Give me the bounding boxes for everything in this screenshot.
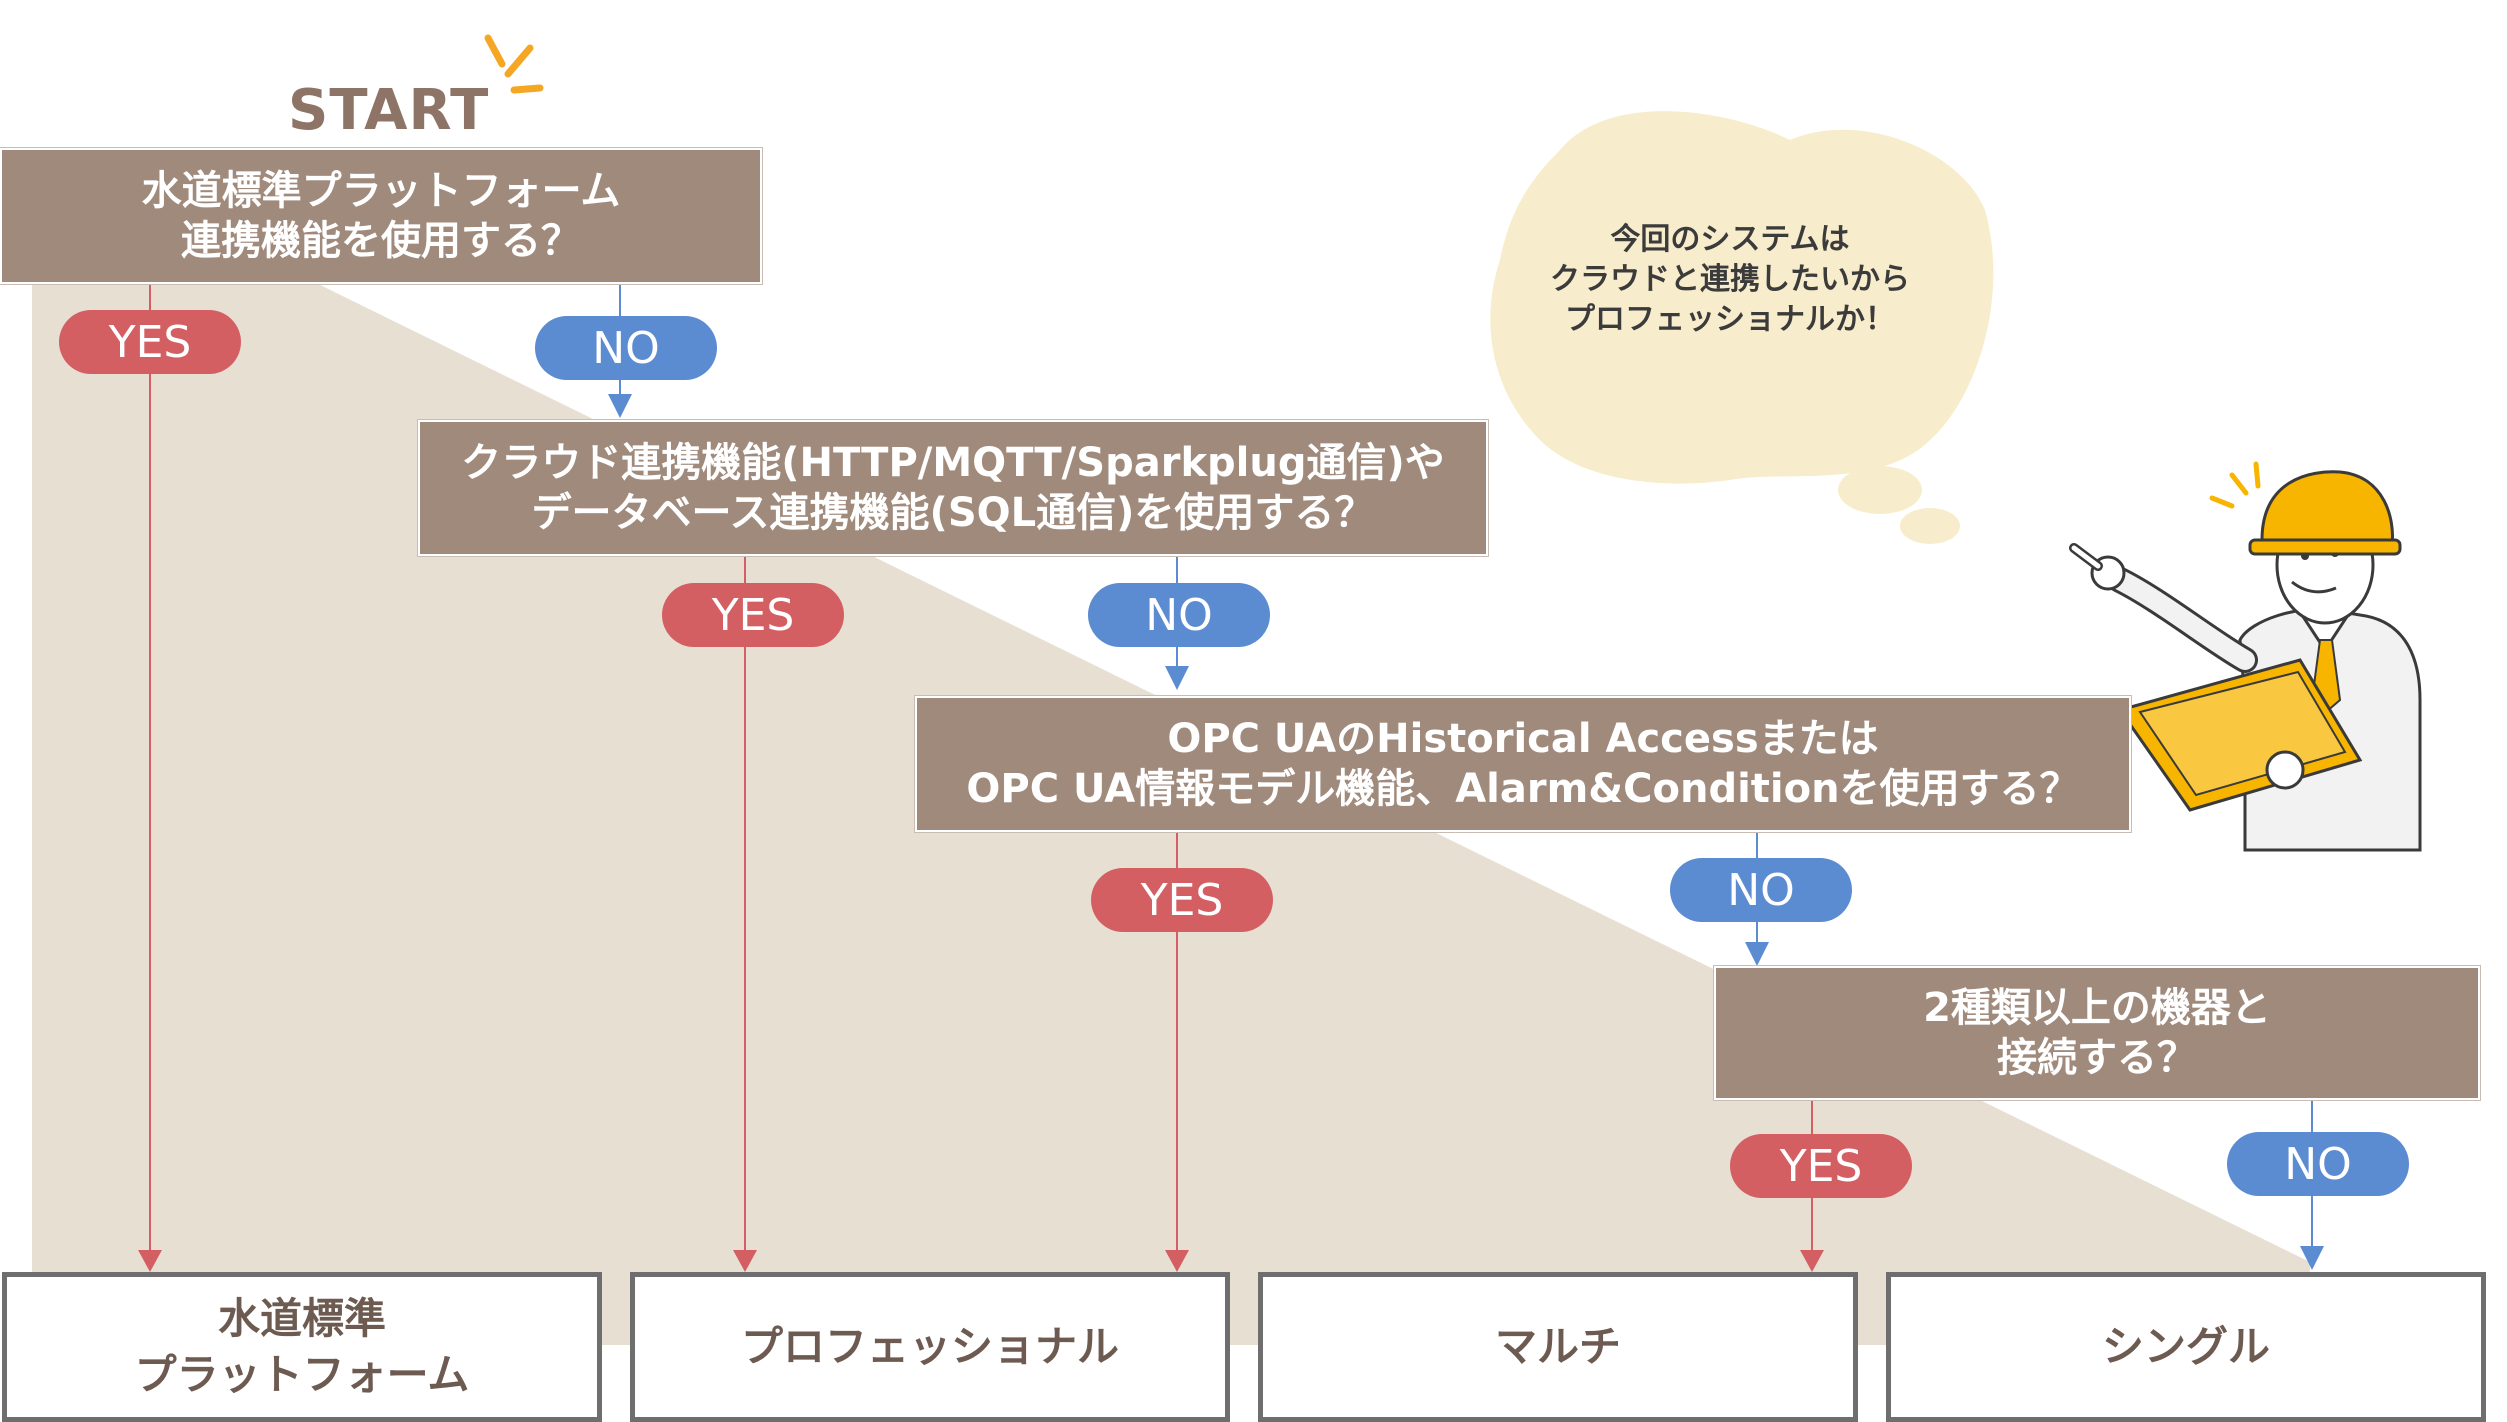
bubble-line-1: 今回のシステムは	[1610, 222, 1850, 257]
q1-yes-arrow	[138, 1250, 162, 1272]
q1-yes-pill: YES	[59, 310, 241, 374]
result-multi: マルチ	[1258, 1272, 1858, 1422]
question-2-line-2: データベース連携機能(SQL通信)を使用する？	[531, 490, 1375, 536]
result-1-line-1: 水道標準	[217, 1294, 386, 1343]
result-water-platform: 水道標準 プラットフォーム	[2, 1272, 602, 1422]
start-label: START	[288, 78, 490, 143]
q2-no-pill: NO	[1088, 583, 1270, 647]
q4-yes-pill: YES	[1730, 1134, 1912, 1198]
question-4-box: 2種類以上の機器と 接続する？	[1714, 966, 2480, 1100]
attention-spark-icon	[2209, 461, 2261, 509]
q3-no-pill: NO	[1670, 858, 1852, 922]
q4-yes-arrow	[1800, 1250, 1824, 1272]
question-2-line-1: クラウド連携機能(HTTP/MQTT/Sparkplug通信)や	[461, 440, 1445, 486]
result-2-line-1: プロフェッショナル	[740, 1322, 1119, 1371]
q2-yes-pill: YES	[662, 583, 844, 647]
result-1-line-2: プラットフォーム	[134, 1350, 470, 1399]
q1-no-arrow	[608, 394, 632, 418]
q3-no-arrow	[1745, 942, 1769, 966]
bubble-line-3: プロフェッショナルか！	[1565, 302, 1895, 337]
q2-no-arrow	[1165, 666, 1189, 690]
question-3-line-2: OPC UA情報モデル機能、Alarm&Conditionを使用する？	[966, 766, 2080, 812]
question-4-line-2: 接続する？	[1997, 1035, 2197, 1081]
q1-no-pill: NO	[535, 316, 717, 380]
thought-bubble-text: 今回のシステムは クラウドと連携したいから プロフェッショナルか！	[1515, 220, 1945, 340]
q3-yes-arrow	[1165, 1250, 1189, 1272]
question-1-box: 水道標準プラットフォーム 連携機能を使用する？	[0, 148, 762, 284]
question-3-box: OPC UAのHistorical Accessまたは OPC UA情報モデル機…	[915, 696, 2131, 832]
q4-no-pill: NO	[2227, 1132, 2409, 1196]
worker-illustration-icon	[2069, 461, 2422, 852]
result-4-line-1: シングル	[2101, 1322, 2270, 1371]
result-professional: プロフェッショナル	[630, 1272, 1230, 1422]
question-3-line-1: OPC UAのHistorical Accessまたは	[1167, 716, 1879, 762]
result-3-line-1: マルチ	[1494, 1322, 1621, 1371]
q3-yes-pill: YES	[1091, 868, 1273, 932]
thought-bubble-icon	[1490, 111, 1994, 544]
bubble-line-2: クラウドと連携したいから	[1550, 262, 1910, 297]
question-1-line-1: 水道標準プラットフォーム	[141, 168, 621, 214]
question-2-box: クラウド連携機能(HTTP/MQTT/Sparkplug通信)や データベース連…	[418, 420, 1488, 556]
question-1-line-2: 連携機能を使用する？	[181, 218, 581, 264]
question-4-line-1: 2種類以上の機器と	[1923, 985, 2271, 1031]
q2-yes-arrow	[733, 1250, 757, 1272]
start-spark-icon	[484, 34, 544, 94]
result-single: シングル	[1886, 1272, 2486, 1422]
q4-no-arrow	[2300, 1246, 2324, 1270]
